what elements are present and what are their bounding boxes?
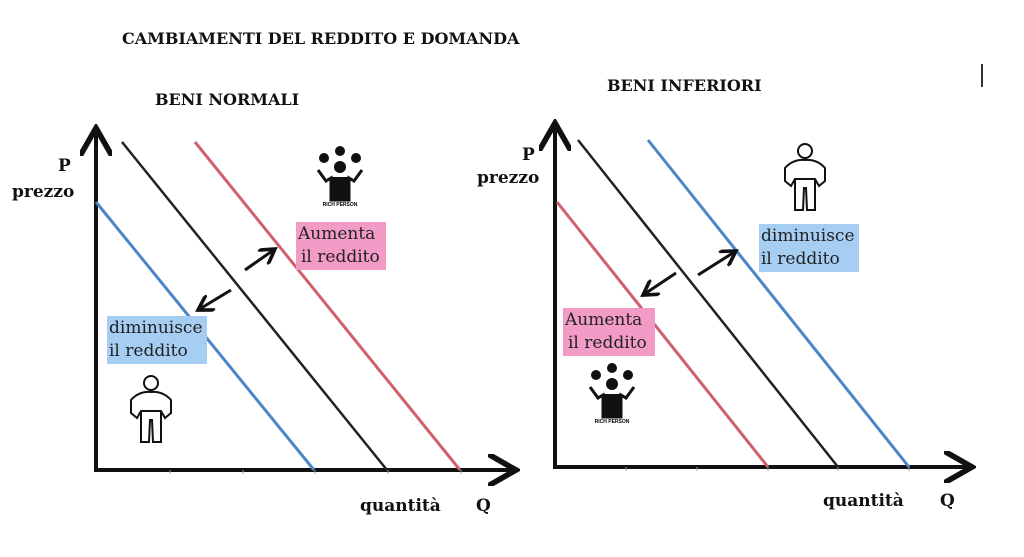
- right-demand-original: [577, 139, 839, 468]
- right-x-axis-symbol: Q: [940, 491, 955, 511]
- left-shift-left-arrow: [198, 288, 232, 310]
- right-decrease-income-label: diminuisce il reddito: [759, 224, 859, 272]
- left-x-ticks: [169, 470, 462, 474]
- rich-person-icon: RICH PERSON: [588, 363, 636, 425]
- right-increase-income-label: Aumenta il reddito: [563, 308, 655, 356]
- page-title: CAMBIAMENTI DEL REDDITO E DOMANDA: [122, 29, 520, 48]
- right-x-axis-label: quantità: [823, 491, 904, 511]
- right-chart: [553, 127, 968, 471]
- svg-text:RICH PERSON: RICH PERSON: [323, 202, 358, 208]
- right-demand-increased-income: [555, 201, 770, 468]
- left-x-axis-symbol: Q: [476, 496, 491, 516]
- poor-person-icon: [130, 375, 172, 443]
- right-shift-right-arrow: [697, 251, 736, 277]
- left-y-axis-symbol: P: [58, 156, 71, 176]
- right-y-axis-label: prezzo: [477, 168, 540, 188]
- poor-person-icon: [784, 143, 826, 211]
- right-demand-decreased-income: [646, 139, 911, 468]
- text-cursor: [981, 64, 983, 87]
- rich-person-icon: RICH PERSON: [316, 146, 364, 208]
- left-x-axis-label: quantità: [360, 496, 441, 516]
- left-demand-increased: [193, 141, 462, 471]
- svg-text:RICH PERSON: RICH PERSON: [595, 419, 630, 425]
- left-increase-income-label: Aumenta il reddito: [296, 222, 386, 270]
- left-y-axis-label: prezzo: [12, 182, 75, 202]
- right-x-ticks: [625, 467, 910, 471]
- left-heading: BENI NORMALI: [155, 90, 300, 109]
- right-y-axis-symbol: P: [522, 145, 535, 165]
- left-decrease-income-label: diminuisce il reddito: [107, 316, 207, 364]
- right-heading: BENI INFERIORI: [607, 76, 762, 95]
- left-chart: [94, 132, 512, 474]
- left-demand-original: [121, 141, 388, 471]
- right-shift-left-arrow: [643, 271, 677, 295]
- left-shift-right-arrow: [244, 249, 275, 272]
